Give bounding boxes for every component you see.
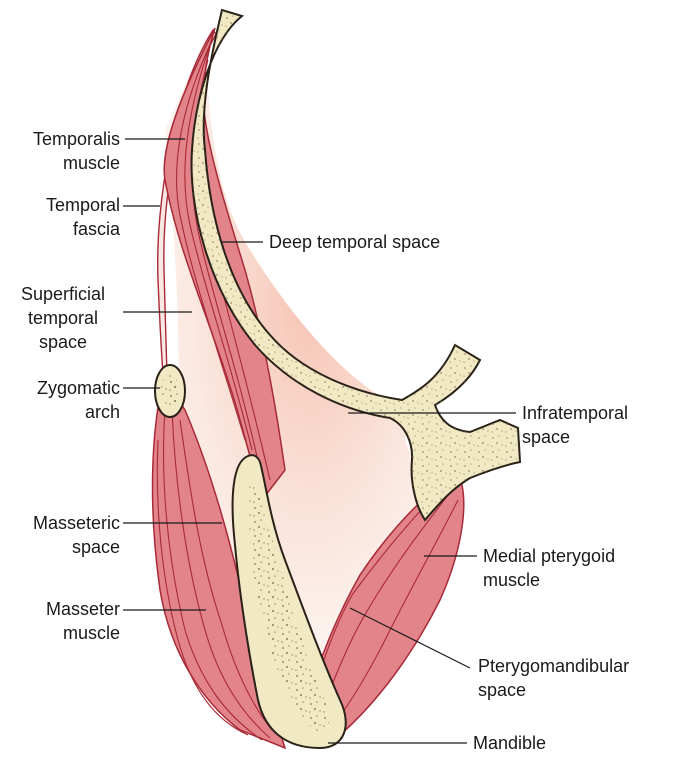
zygomatic-arch-shape: [155, 365, 185, 417]
label-temporal-fascia: Temporal fascia: [6, 193, 120, 241]
label-temporalis-muscle: Temporalis muscle: [6, 127, 120, 175]
label-zygomatic-arch: Zygomatic arch: [6, 376, 120, 424]
label-superficial-temporal-space: Superficial temporal space: [6, 282, 120, 354]
label-masseter-muscle: Masseter muscle: [6, 597, 120, 645]
label-medial-pterygoid-muscle: Medial pterygoid muscle: [483, 544, 615, 592]
label-mandible: Mandible: [473, 731, 546, 755]
label-pterygomandibular-space: Pterygomandibular space: [478, 654, 629, 702]
label-infratemporal-space: Infratemporal space: [522, 401, 628, 449]
label-masseteric-space: Masseteric space: [6, 511, 120, 559]
label-deep-temporal-space: Deep temporal space: [269, 230, 440, 254]
